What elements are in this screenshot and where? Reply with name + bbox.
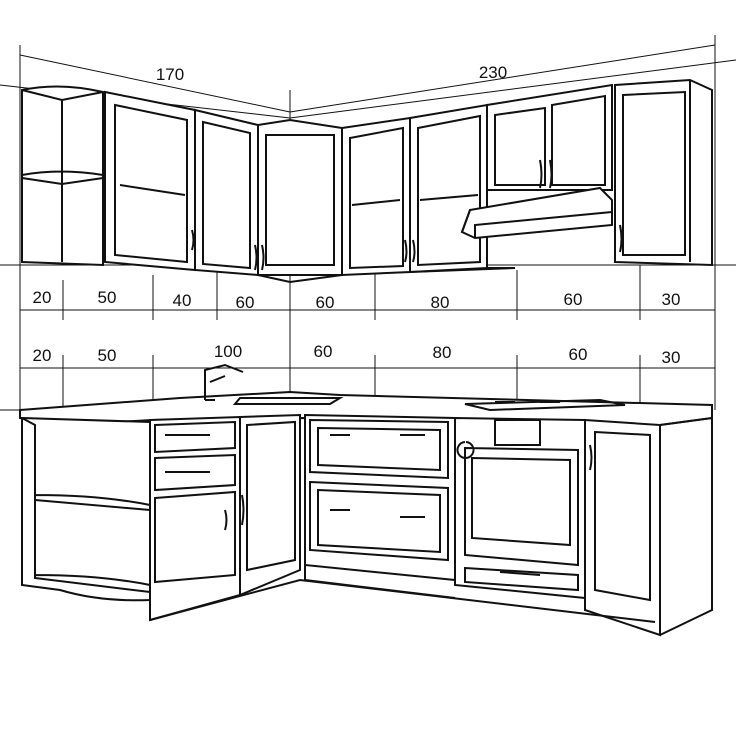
drawing-line (21, 89, 104, 262)
drawing-line (154, 420, 236, 584)
drawing-line (21, 417, 151, 593)
lower-dim: 100 (214, 342, 242, 361)
drawing-line (409, 114, 516, 273)
upper-tall-cabinet (614, 78, 713, 267)
lower-dim: 60 (569, 345, 588, 364)
upper-dim: 50 (98, 288, 117, 307)
upper-hood-cabinet (486, 83, 613, 191)
upper-corner-cabinet (257, 118, 343, 276)
drawing-line (257, 134, 343, 284)
upper-dim: 60 (316, 293, 335, 312)
lower-dim: 30 (662, 348, 681, 367)
drawing-line (349, 126, 408, 270)
drawing-line (19, 54, 291, 113)
lower-dim: 80 (433, 343, 452, 362)
upper-dim: 80 (431, 293, 450, 312)
upper-dim: 60 (564, 290, 583, 309)
lower-end-cabinet (584, 418, 661, 637)
upper-dim: 20 (33, 288, 52, 307)
tick-marks (62, 265, 641, 410)
lower-dim: 50 (98, 346, 117, 365)
drawing-line (149, 416, 713, 636)
dimension-left-wall: 170 (156, 65, 184, 84)
drawing-line (191, 120, 258, 271)
upper-dim: 40 (173, 291, 192, 310)
lower-cabinets (21, 413, 713, 637)
upper-dim: 30 (662, 290, 681, 309)
dimension-right-wall: 230 (479, 63, 507, 82)
lower-door-cabinet (239, 413, 301, 597)
faucet (204, 363, 244, 401)
upper-right-glass-cabinet (341, 116, 411, 277)
sink (232, 397, 344, 405)
upper-door-cabinet (194, 108, 259, 277)
upper-cabinets (21, 78, 713, 284)
upper-right-glass-cabinet-2 (409, 103, 488, 274)
drawing-line (494, 94, 606, 189)
upper-dim: 60 (236, 293, 255, 312)
drawing-line (289, 59, 736, 119)
lower-dim: 60 (314, 342, 333, 361)
drawing-line (619, 80, 691, 262)
drawing-line (456, 419, 579, 592)
lower-dim: 20 (33, 346, 52, 365)
cooktop (464, 398, 626, 412)
drawing-line (289, 44, 716, 113)
drawing-line (114, 103, 188, 264)
drawing-line (241, 420, 296, 572)
drawing-line (461, 209, 613, 238)
